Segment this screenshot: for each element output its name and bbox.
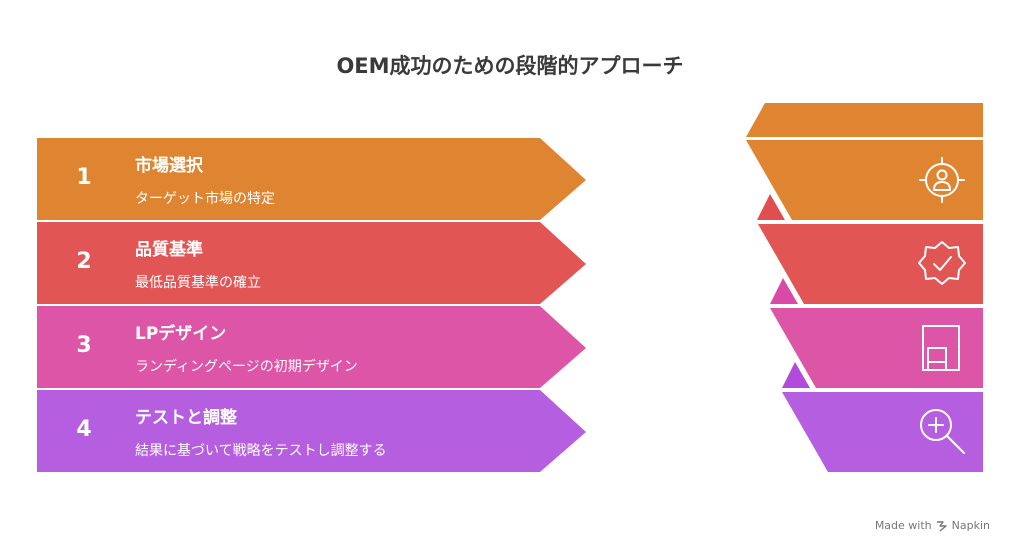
step-3-number: 3 xyxy=(76,333,92,358)
person-target-icon xyxy=(919,157,965,203)
napkin-logo-icon xyxy=(936,520,947,532)
step-1-arrow xyxy=(37,138,586,220)
step-4-arrow xyxy=(37,390,586,472)
ribbon-fold-shadow-2 xyxy=(770,278,798,304)
ribbon-fold-shadow-3 xyxy=(782,362,810,388)
napkin-brand: Napkin xyxy=(951,519,990,532)
step-4-title: テストと調整 xyxy=(135,408,237,428)
ribbon-segment-4 xyxy=(782,392,983,472)
badge-check-icon xyxy=(918,241,966,285)
page-title: OEM成功のための段階的アプローチ xyxy=(336,54,684,78)
step-1-title: 市場選択 xyxy=(135,156,203,176)
made-with-label: Made with xyxy=(874,519,932,532)
ribbon-segment-1 xyxy=(746,140,983,220)
step-2-number: 2 xyxy=(76,249,92,274)
page-layout-icon xyxy=(922,325,960,371)
step-3-arrow xyxy=(37,306,586,388)
step-2-arrow xyxy=(37,222,586,304)
ribbon-fold-shadow-1 xyxy=(757,194,785,220)
made-with-footer: Made with Napkin xyxy=(875,519,990,532)
step-4-number: 4 xyxy=(76,417,92,442)
search-plus-icon xyxy=(920,409,965,454)
step-1-description: ターゲット市場の特定 xyxy=(135,191,275,207)
step-3-title: LPデザイン xyxy=(135,324,227,344)
step-3-description: ランディングページの初期デザイン xyxy=(135,359,358,375)
ribbon-top-fold xyxy=(746,103,983,137)
step-1-number: 1 xyxy=(76,165,92,190)
ribbon-segment-3 xyxy=(770,308,983,388)
ribbon-segment-2 xyxy=(758,224,983,304)
step-4-description: 結果に基づいて戦略をテストし調整する xyxy=(135,443,387,459)
step-2-title: 品質基準 xyxy=(135,240,203,260)
step-2-description: 最低品質基準の確立 xyxy=(135,275,261,291)
